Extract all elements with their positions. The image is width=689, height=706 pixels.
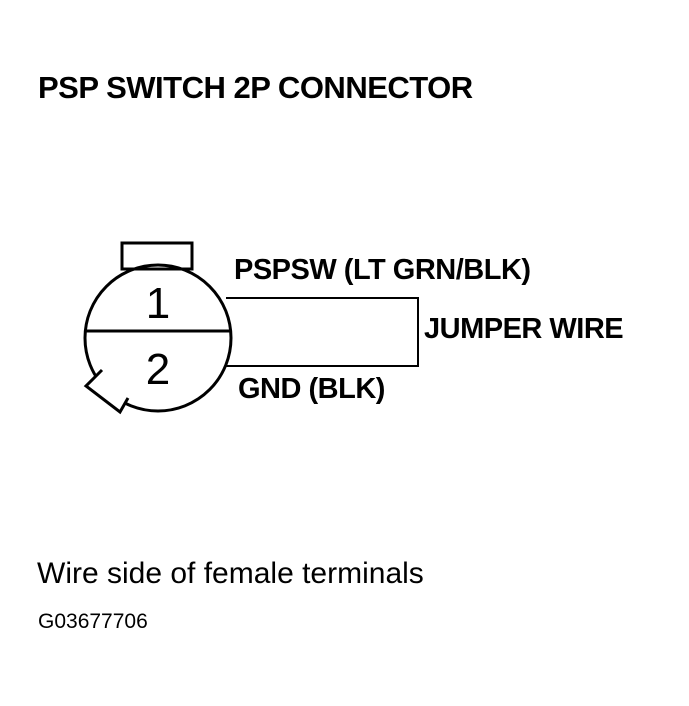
connector-housing [83, 263, 233, 413]
terminal-2-number: 2 [146, 345, 170, 394]
figure-id: G03677706 [38, 610, 148, 633]
jumper-wire [226, 297, 419, 367]
figure-caption: Wire side of female terminals [37, 557, 424, 590]
page-title: PSP SWITCH 2P CONNECTOR [38, 70, 473, 105]
jumper-wire-label: JUMPER WIRE [424, 313, 624, 345]
terminal-2-wire-label: GND (BLK) [238, 373, 385, 405]
terminal-1-wire-label: PSPSW (LT GRN/BLK) [234, 254, 531, 286]
connector-body [83, 241, 233, 415]
terminal-1-number: 1 [146, 279, 170, 328]
connector-lock-notch [83, 368, 130, 415]
